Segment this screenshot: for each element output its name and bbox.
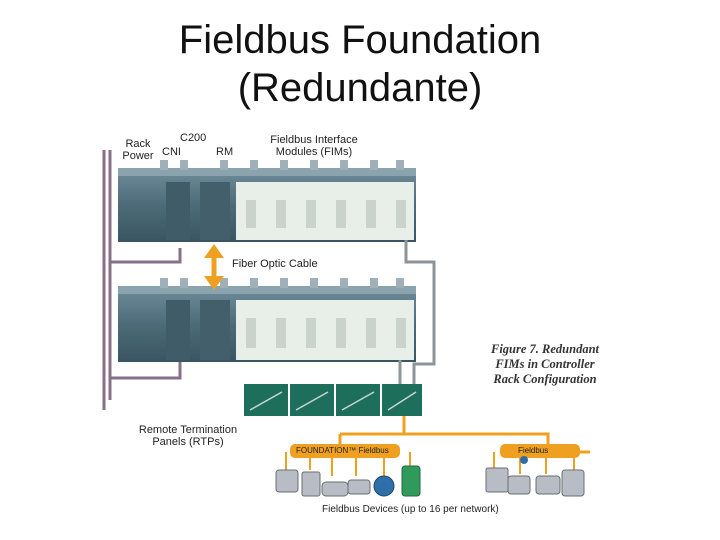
figure-caption-line3: Rack Configuration (493, 372, 597, 386)
slide-title: Fieldbus Foundation (Redundante) (0, 16, 720, 112)
rtp-label-line1: Remote Termination (138, 424, 238, 436)
fieldbus-banner-right (500, 444, 580, 458)
title-line-1: Fieldbus Foundation (178, 18, 542, 62)
figure-caption-line2: FIMs in Controller (495, 357, 595, 371)
rack-power-label: Rack Power (118, 138, 158, 162)
upper-rack (118, 160, 416, 242)
fim-cables (398, 240, 436, 384)
rm-label: RM (216, 146, 234, 158)
banner-right-text: Fieldbus (518, 446, 549, 455)
rack-power-line2: Power (122, 150, 154, 162)
figure-caption: Figure 7. Redundant FIMs in Controller R… (470, 342, 620, 387)
banner-left-text: FOUNDATION™ Fieldbus (296, 446, 389, 455)
fim-label-line1: Fieldbus Interface (270, 134, 358, 146)
rtp-label-line2: Panels (RTPs) (152, 436, 224, 448)
fiber-optic-arrow (204, 244, 224, 290)
rtp-panels (244, 384, 422, 416)
rack-power-line1: Rack (125, 138, 151, 150)
rack-power-lines (102, 150, 182, 410)
fim-label: Fieldbus Interface Modules (FIMs) (258, 134, 370, 158)
field-devices (275, 456, 585, 497)
fieldbus-devices-label: Fieldbus Devices (up to 16 per network) (322, 504, 499, 515)
fiber-optic-label: Fiber Optic Cable (232, 258, 318, 270)
rtp-label: Remote Termination Panels (RTPs) (130, 424, 246, 448)
fieldbus-banner-left (290, 444, 400, 458)
c200-label: C200 (180, 132, 207, 144)
fim-label-line2: Modules (FIMs) (275, 146, 353, 158)
lower-rack (118, 278, 416, 362)
cni-label: CNI (162, 146, 181, 158)
figure-caption-line1: Figure 7. Redundant (490, 342, 599, 356)
title-line-2: (Redundante) (237, 66, 483, 110)
